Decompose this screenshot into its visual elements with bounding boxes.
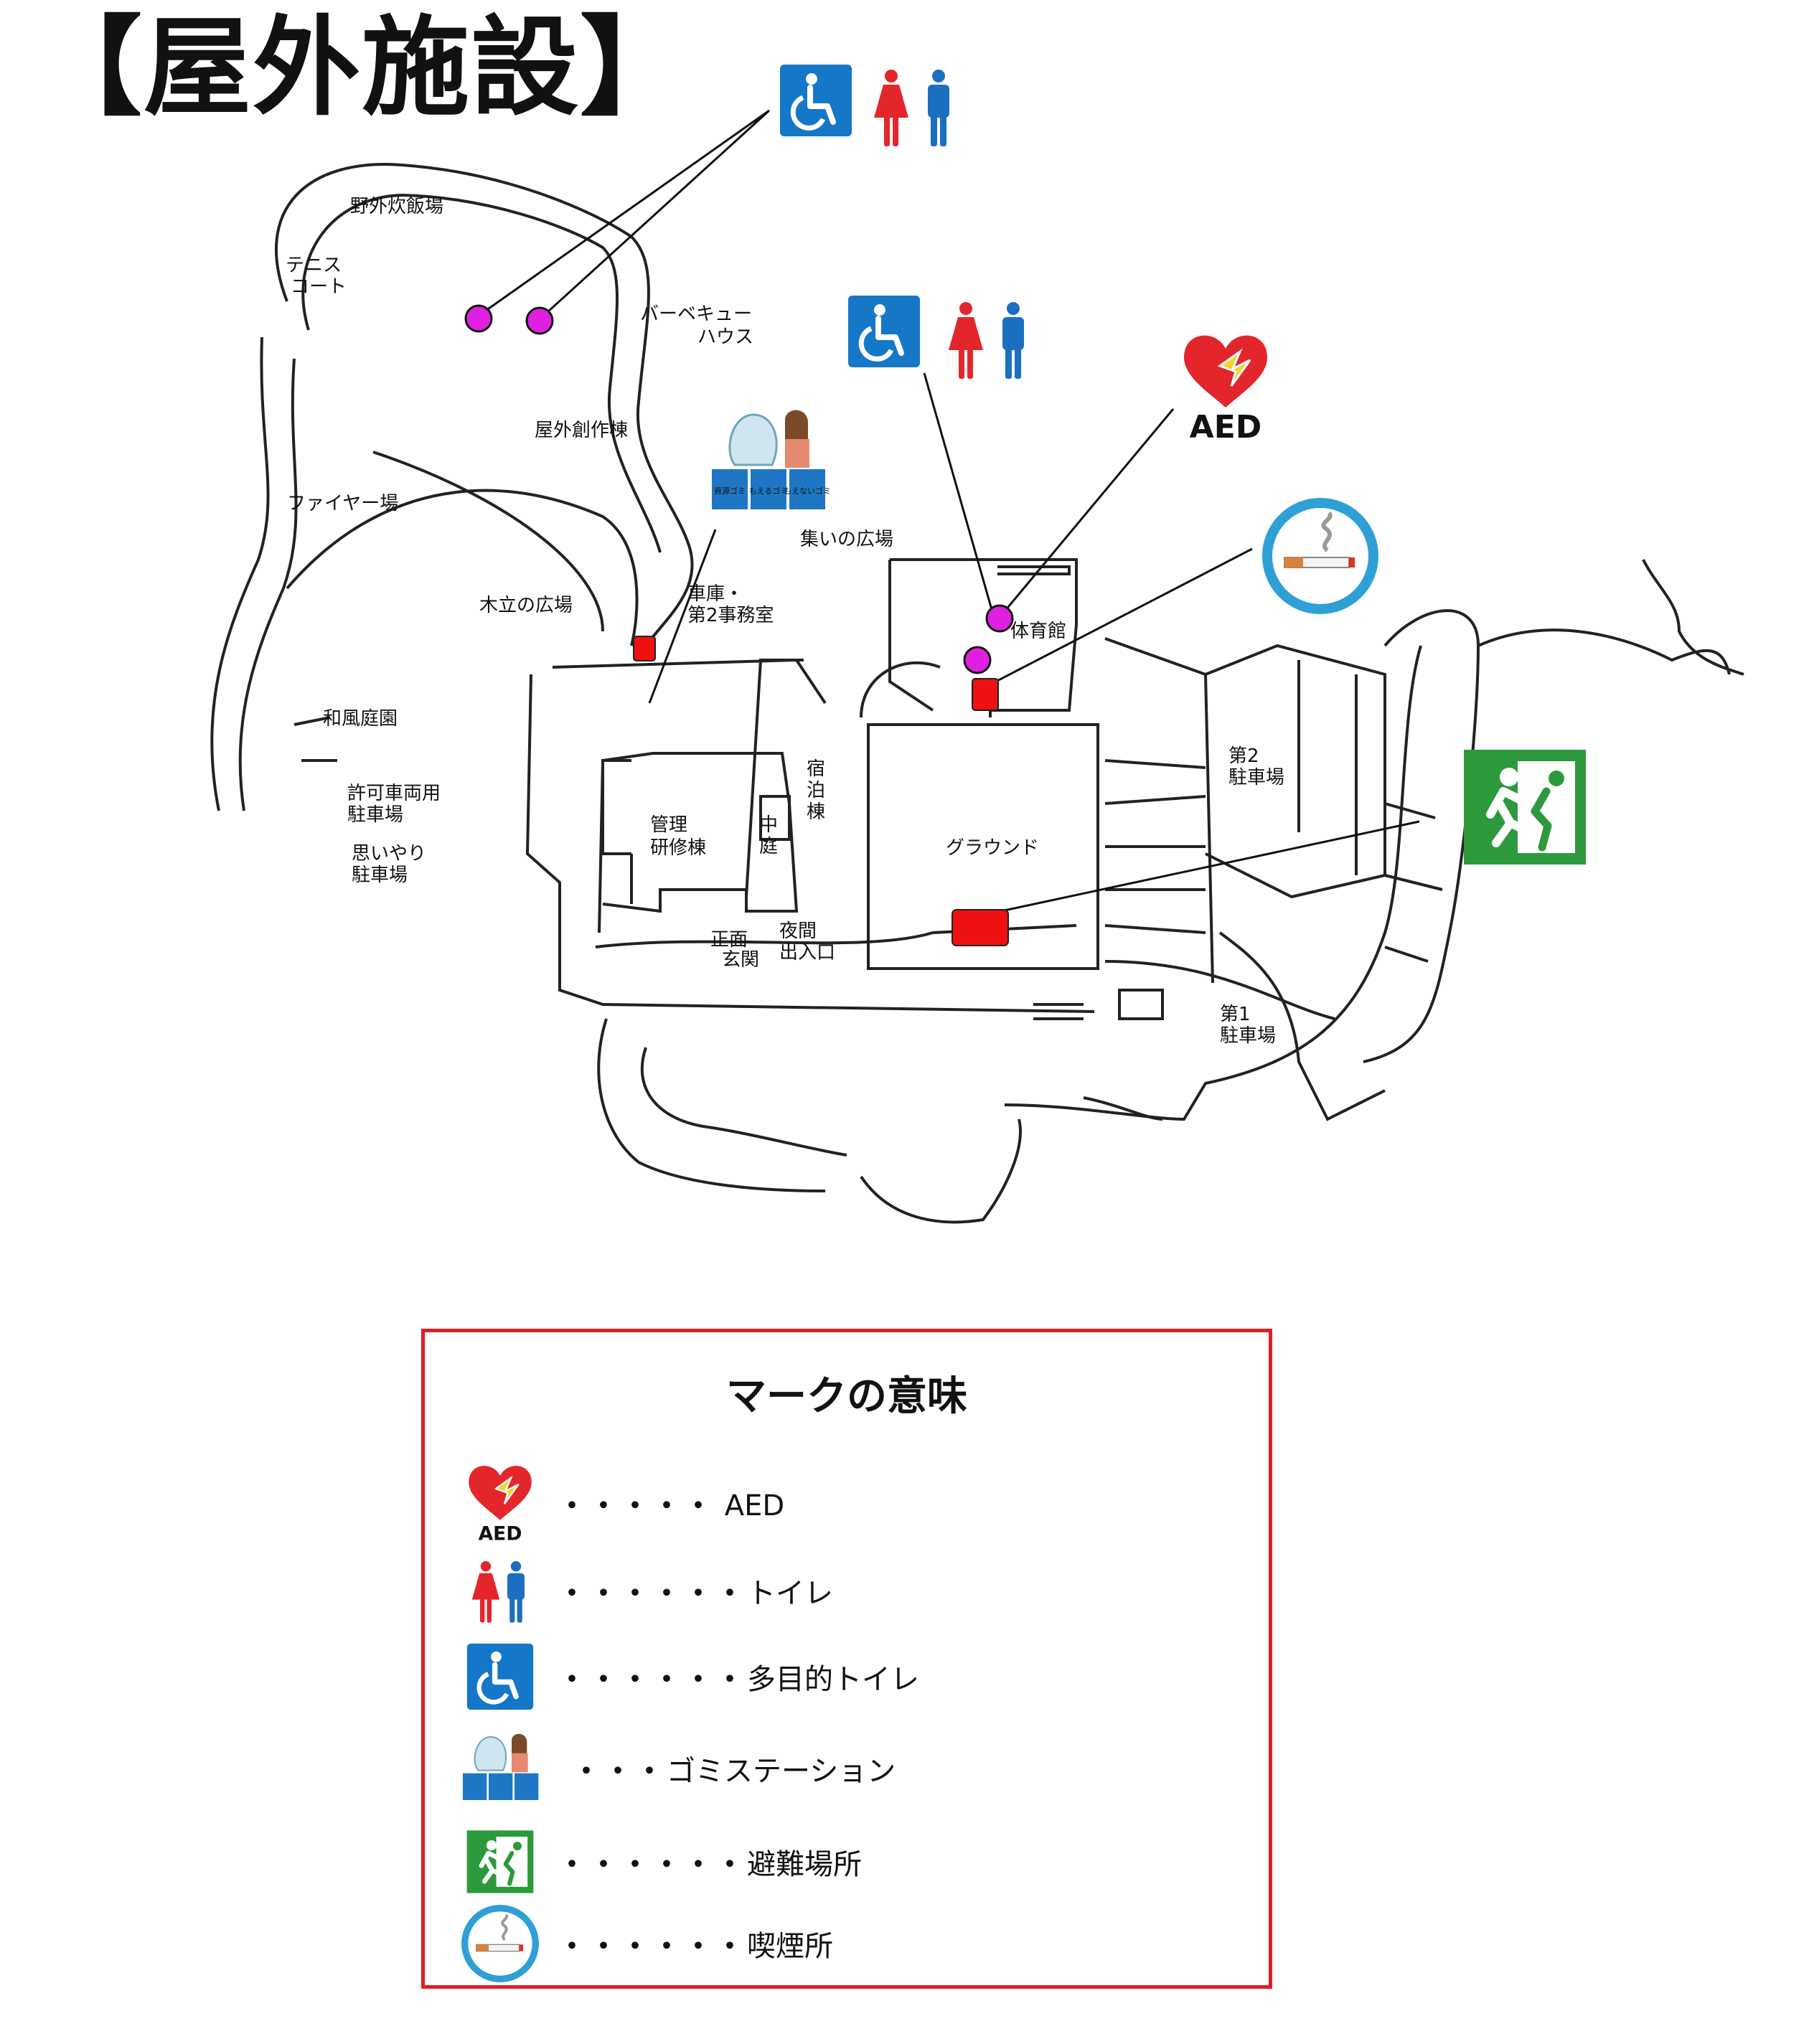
- label-craft: 屋外創作棟: [535, 420, 628, 441]
- label-entrance-2: 玄関: [722, 949, 759, 971]
- male-icon: [1002, 302, 1024, 379]
- garbage-station-marker: [633, 636, 656, 661]
- aed-icon: [1183, 334, 1269, 409]
- label-bbq-2: ハウス: [697, 326, 753, 348]
- evacuation-marker: [952, 909, 1009, 946]
- label-ground: グラウンド: [946, 837, 1039, 859]
- label-garage-1: 車庫・: [687, 583, 743, 605]
- aed-icon-label: AED: [1190, 409, 1262, 446]
- label-permit-parking-1: 許可車両用: [347, 783, 441, 804]
- bin-label-burnable: もえるゴミ: [749, 486, 789, 496]
- label-tennis-1: テニス: [286, 255, 342, 276]
- label-entrance-1: 正面: [710, 929, 748, 951]
- legend-label: ・・・・・・多目的トイレ: [558, 1663, 919, 1696]
- evacuation-icon: [1464, 750, 1586, 865]
- aed-smoking-marker: [972, 678, 999, 711]
- female-icon: [949, 302, 983, 379]
- label-lodge-2: 泊: [807, 780, 825, 801]
- male-icon: [928, 70, 949, 146]
- legend-item-evacuation: ・・・・・・避難場所: [457, 1819, 862, 1905]
- label-fire: ファイヤー場: [287, 493, 398, 514]
- legend-label: ・・・・・・喫煙所: [558, 1930, 833, 1963]
- garbage-station-icon: 資源ゴミ もえるゴミ もえないゴミ: [712, 409, 831, 509]
- label-grove: 木立の広場: [479, 595, 573, 616]
- label-japanese-garden: 和風庭園: [323, 708, 398, 730]
- legend-item-garbage-station: ・・・ゴミステーション: [457, 1725, 896, 1812]
- label-parking1-1: 第1: [1220, 1004, 1251, 1025]
- label-admin-1: 管理: [650, 814, 687, 836]
- legend-item-smoking: ・・・・・・喫煙所: [457, 1901, 833, 1987]
- toilet-markers: [464, 304, 1014, 674]
- smoking-icon: [1267, 503, 1373, 609]
- page-title: 【屋外施設】: [34, 6, 690, 131]
- label-courtyard-1: 中: [759, 814, 778, 836]
- toilet-marker-4: [963, 646, 992, 674]
- label-considerate-parking-2: 駐車場: [352, 865, 408, 886]
- smoking-icon: [457, 1904, 543, 1983]
- label-parking2-1: 第2: [1228, 745, 1259, 767]
- legend: マークの意味 AED ・・・・・ AED ・・・・・・トイレ ・・・・・・多目的…: [421, 1329, 1272, 1989]
- aed-icon: AED: [457, 1464, 543, 1543]
- toilet-icon: [457, 1551, 543, 1630]
- map-lines: [210, 163, 1744, 1224]
- map-labels: 野外炊飯場 テニス コート バーベキュー ハウス 屋外創作棟 ファイヤー場 木立…: [286, 196, 1284, 1047]
- red-markers: [633, 636, 1009, 946]
- label-lodge-1: 宿: [807, 758, 825, 780]
- label-permit-parking-2: 駐車場: [347, 804, 403, 826]
- legend-label: ・・・・・・トイレ: [558, 1577, 833, 1610]
- label-parking1-2: 駐車場: [1220, 1025, 1276, 1047]
- accessible-toilet-icon: [780, 65, 852, 136]
- legend-label: ・・・・・ AED: [558, 1489, 785, 1522]
- legend-item-aed: AED ・・・・・ AED: [457, 1460, 784, 1546]
- aed-icon-label: AED: [479, 1522, 522, 1543]
- toilet-marker-2: [525, 306, 554, 335]
- legend-label: ・・・ゴミステーション: [572, 1755, 896, 1788]
- bin-label-recycle: 資源ゴミ: [714, 486, 746, 496]
- female-icon: [874, 70, 908, 146]
- toilet-marker-1: [464, 304, 493, 333]
- legend-item-accessible-toilet: ・・・・・・多目的トイレ: [457, 1634, 919, 1720]
- label-tennis-2: コート: [291, 276, 347, 298]
- label-admin-2: 研修棟: [650, 837, 706, 859]
- toilet-marker-3: [985, 604, 1014, 633]
- label-lodge-3: 棟: [807, 801, 825, 823]
- map-icons: AED 資源ゴミ もえるゴミ もえないゴミ: [712, 65, 1586, 865]
- label-gym: 体育館: [1010, 621, 1066, 642]
- legend-label: ・・・・・・避難場所: [558, 1848, 862, 1881]
- accessible-toilet-icon: [848, 296, 920, 367]
- label-parking2-2: 駐車場: [1228, 767, 1284, 788]
- leader-lines: [478, 109, 1420, 913]
- accessible-toilet-icon: [457, 1637, 543, 1716]
- label-night-1: 夜間: [779, 920, 817, 942]
- label-considerate-parking-1: 思いやり: [352, 843, 426, 865]
- label-cooking: 野外炊飯場: [350, 196, 443, 217]
- legend-item-toilet: ・・・・・・トイレ: [457, 1548, 833, 1634]
- label-plaza: 集いの広場: [800, 529, 893, 550]
- label-courtyard-2: 庭: [759, 836, 778, 857]
- evacuation-icon: [457, 1822, 543, 1901]
- label-bbq-1: バーベキュー: [640, 303, 752, 325]
- label-garage-2: 第2事務室: [687, 605, 774, 626]
- garbage-station-icon: [457, 1729, 543, 1808]
- bin-label-nonburnable: もえないゴミ: [784, 486, 831, 496]
- legend-title: マークの意味: [726, 1373, 967, 1420]
- label-night-2: 出入口: [779, 942, 835, 964]
